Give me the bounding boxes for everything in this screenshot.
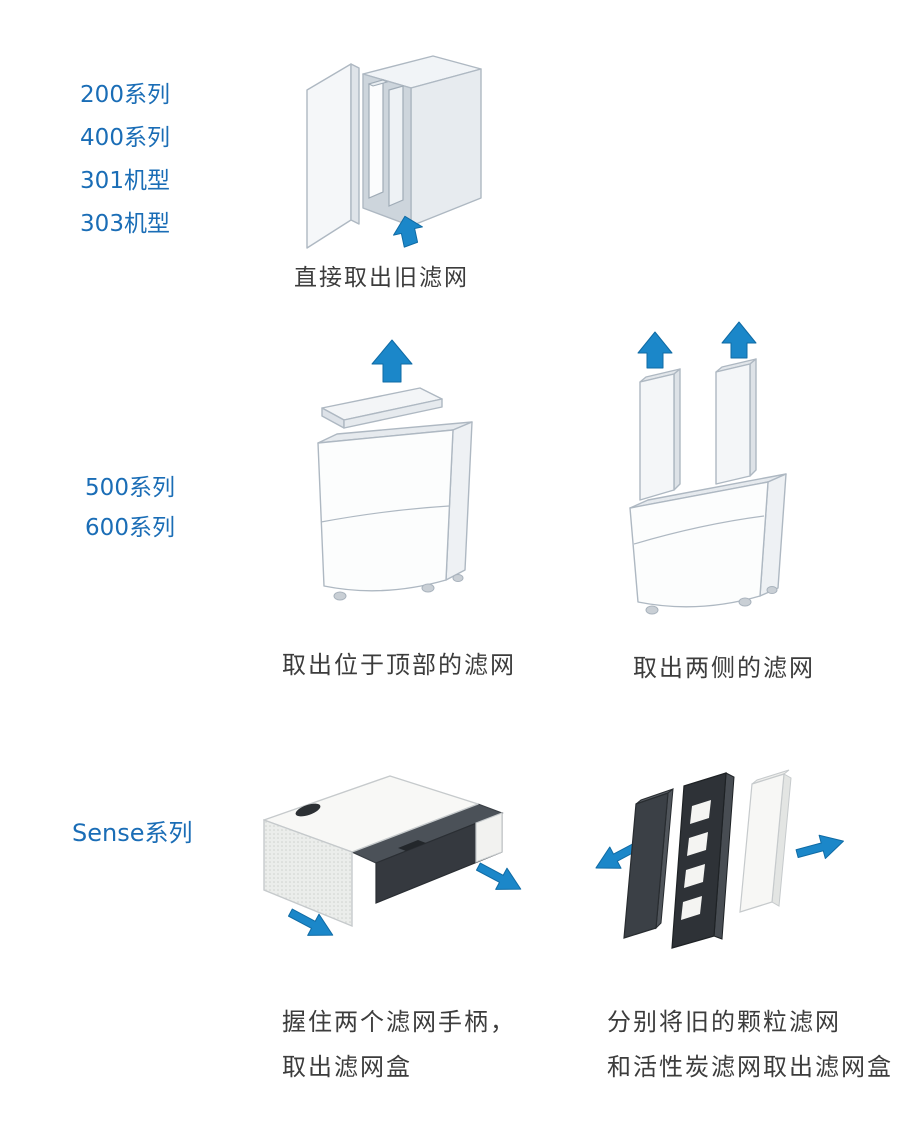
body-front [317, 429, 454, 592]
series-labels-classic: 200系列 400系列 301机型 303机型 [70, 74, 180, 246]
caption-sense-handle-line1: 握住两个滤网手柄， [282, 1008, 516, 1036]
figure-sense-purifier [248, 760, 538, 960]
caption-side-filter: 取出两侧的滤网 [633, 654, 815, 682]
caption-sense-handle-line2: 取出滤网盒 [282, 1053, 412, 1081]
frame-slot [690, 800, 711, 824]
foot [766, 586, 778, 594]
old-filter-back [388, 85, 404, 207]
filter-handle [398, 840, 426, 851]
caption-sense-remove-line1: 分别将旧的颗粒滤网 [607, 1008, 841, 1036]
caption-top-filter: 取出位于顶部的滤网 [282, 651, 516, 679]
frame-slot [684, 864, 705, 888]
side-filter-right-face [715, 363, 751, 485]
figure-sense-filters-exploded [580, 760, 848, 965]
body-front [629, 481, 769, 608]
body-seam [633, 515, 765, 545]
foot [452, 574, 464, 582]
open-door-purifier-illustration [306, 55, 482, 249]
foot [738, 597, 752, 607]
grille-face [263, 819, 353, 928]
figure-side-filter-purifier [610, 318, 812, 636]
door-panel [306, 63, 352, 249]
figure-top-filter-purifier [288, 330, 500, 632]
series-label-500: 500系列 [85, 475, 175, 501]
series-label-400: 400系列 [80, 125, 170, 151]
cabinet-side [410, 68, 482, 227]
up-arrow-icon [393, 215, 423, 248]
up-arrow-icon [721, 321, 757, 359]
up-arrow-icon [637, 331, 673, 369]
pull-out-arrow-icon [475, 862, 522, 890]
caption-sense-remove: 分别将旧的颗粒滤网 和活性炭滤网取出滤网盒 [607, 1000, 893, 1090]
caption-sense-handle: 握住两个滤网手柄， 取出滤网盒 [282, 1000, 516, 1090]
body-seam [320, 505, 450, 523]
frame-slot [687, 832, 708, 856]
foot [421, 583, 435, 593]
caption-classic: 直接取出旧滤网 [294, 265, 469, 291]
side-filter-left-face [639, 373, 675, 501]
series-label-600: 600系列 [85, 515, 175, 541]
old-filter-front [368, 79, 384, 199]
sense-purifier-illustration [263, 775, 522, 936]
top-filter-purifier-illustration [317, 339, 473, 601]
particle-filter-face [623, 792, 669, 939]
side-filter-left-edge [673, 368, 681, 491]
old-filter-top [367, 79, 389, 87]
foot [645, 605, 659, 615]
series-labels-sense: Sense系列 [72, 812, 192, 855]
frame-slot [681, 896, 702, 920]
side-filter-purifier-illustration [629, 321, 787, 615]
series-label-200: 200系列 [80, 82, 170, 108]
door-edge [350, 63, 360, 225]
caption-sense-remove-line2: 和活性炭滤网取出滤网盒 [607, 1053, 893, 1081]
white-filter-face [739, 773, 785, 913]
pull-out-arrow-icon [287, 908, 334, 936]
series-label-301: 301机型 [80, 168, 170, 194]
side-filter-right-edge [749, 358, 757, 477]
control-opening [295, 803, 321, 817]
up-arrow-icon [371, 339, 413, 383]
remove-arrow-icon [795, 834, 844, 859]
exploded-filters-illustration [595, 769, 844, 949]
white-filter-end [475, 812, 503, 863]
top-filter-front-edge [343, 398, 443, 429]
series-labels-mid: 500系列 600系列 [75, 468, 185, 548]
series-label-303: 303机型 [80, 211, 170, 237]
figure-classic-purifier [285, 28, 500, 258]
series-label-sense: Sense系列 [72, 819, 193, 847]
foot [333, 591, 347, 601]
